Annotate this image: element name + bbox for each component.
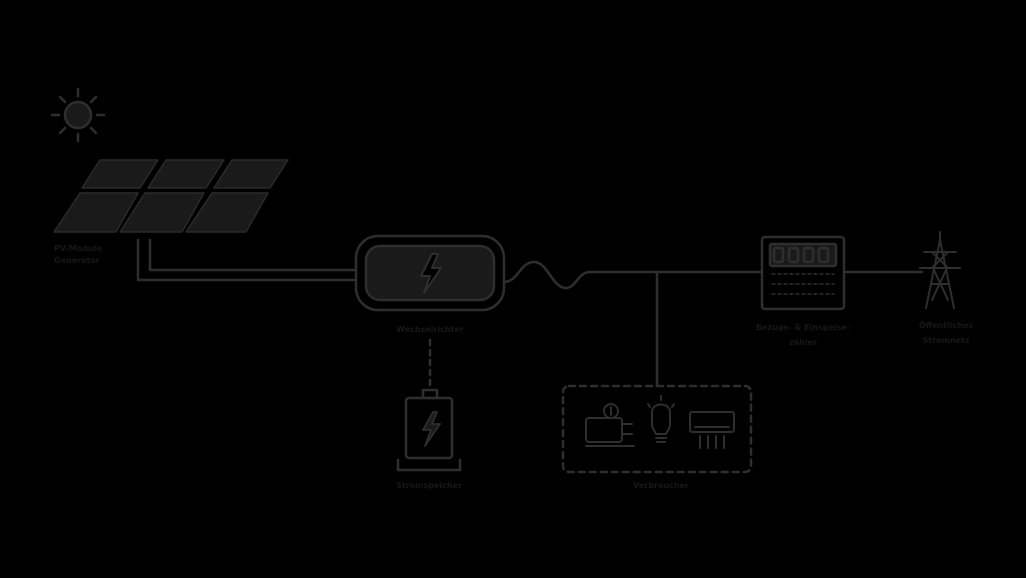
sun-icon	[50, 87, 106, 143]
air-conditioner-icon	[689, 411, 735, 449]
grid-label-line2: Stromnetz	[923, 336, 970, 345]
pv-label-line1: PV-Module	[54, 244, 102, 253]
light-bulb-icon	[647, 395, 675, 443]
storage-label: Stromspeicher	[396, 481, 462, 490]
power-tower-icon	[919, 231, 961, 309]
consumers-label: Verbraucher	[633, 481, 689, 490]
inverter-label: Wechselrichter	[396, 325, 464, 334]
dc-cable	[136, 238, 358, 282]
meter-label-line2: zähler	[789, 338, 817, 347]
consumers-box	[561, 384, 753, 474]
meter-label-line1: Bezugs- & Einspeise-	[756, 323, 850, 332]
solar-panel-icon	[53, 159, 289, 233]
ac-wave-cable	[502, 260, 592, 290]
battery-icon	[396, 388, 462, 472]
inverter-icon	[354, 234, 506, 312]
pv-label-line2: Generator	[54, 256, 100, 265]
motor-icon	[585, 403, 635, 447]
grid-label-line1: Öffentliches	[919, 320, 974, 330]
